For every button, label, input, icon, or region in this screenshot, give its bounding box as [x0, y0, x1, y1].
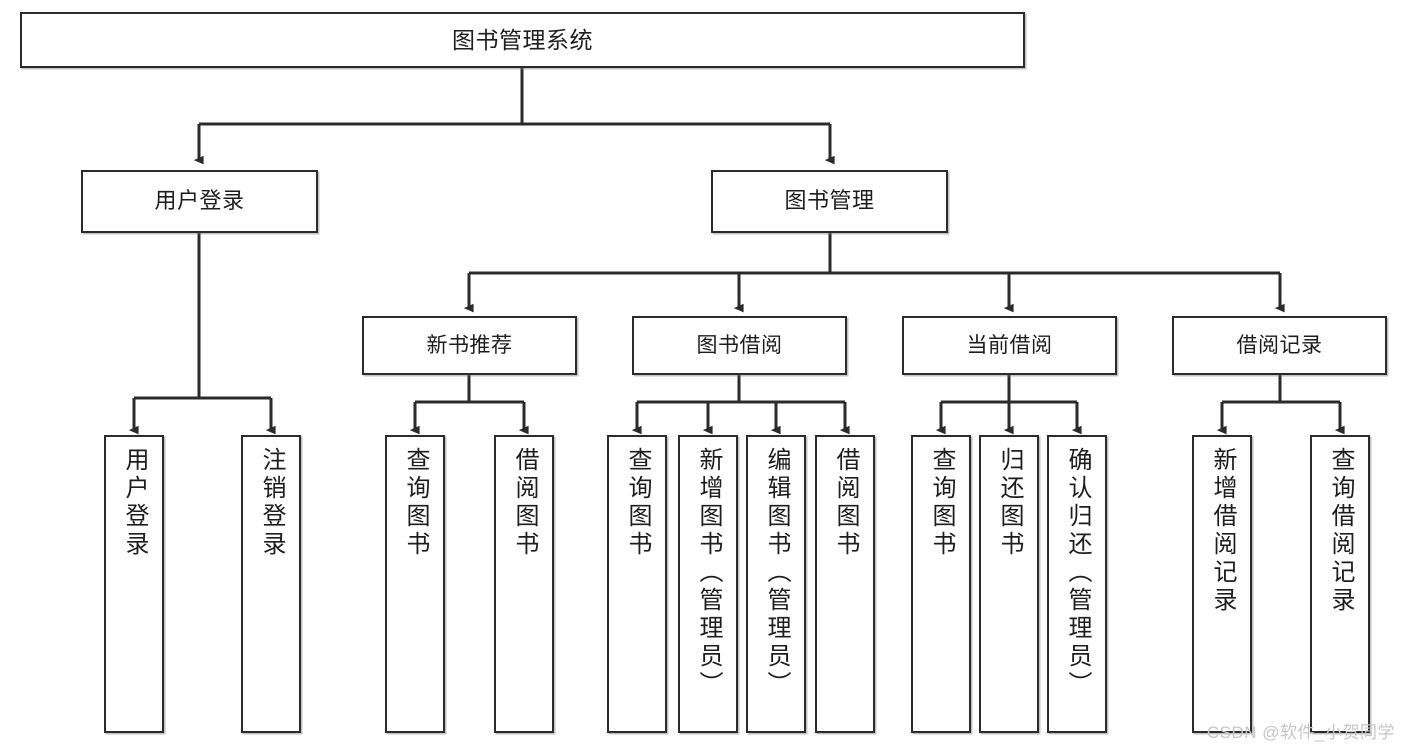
- node-label: 用户登录: [120, 447, 148, 559]
- leaf-book-borrow-query-book[interactable]: 查询图书: [607, 435, 667, 733]
- node-user-login[interactable]: 用户登录: [81, 170, 318, 233]
- leaf-current-borrow-query-book[interactable]: 查询图书: [911, 435, 971, 733]
- node-label: 图书管理系统: [452, 26, 593, 53]
- node-label: 查询借阅记录: [1326, 447, 1354, 615]
- leaf-user-login-logout[interactable]: 注销登录: [241, 435, 301, 733]
- node-label: 借阅图书: [831, 447, 859, 559]
- node-book-management[interactable]: 图书管理: [711, 170, 948, 233]
- leaf-new-book-borrow-book[interactable]: 借阅图书: [494, 435, 554, 733]
- node-label: 新增图书（管理员）: [694, 447, 722, 699]
- node-label: 图书管理: [784, 188, 875, 214]
- node-label: 新增借阅记录: [1208, 447, 1236, 615]
- node-label: 确认归还（管理员）: [1063, 447, 1091, 699]
- node-label: 归还图书: [995, 447, 1023, 559]
- node-borrow-record[interactable]: 借阅记录: [1172, 316, 1387, 375]
- node-label: 当前借阅: [966, 333, 1053, 357]
- node-label: 查询图书: [401, 447, 429, 559]
- leaf-book-borrow-add-book-admin[interactable]: 新增图书（管理员）: [678, 435, 738, 733]
- node-root-book-management-system[interactable]: 图书管理系统: [20, 12, 1025, 68]
- node-label: 借阅记录: [1236, 333, 1323, 357]
- node-book-borrow[interactable]: 图书借阅: [632, 316, 847, 375]
- node-label: 查询图书: [927, 447, 955, 559]
- node-label: 用户登录: [154, 188, 245, 214]
- watermark: CSDN @软件_小贺同学: [1206, 723, 1395, 742]
- leaf-current-borrow-return-book[interactable]: 归还图书: [979, 435, 1039, 733]
- leaf-user-login-login[interactable]: 用户登录: [104, 435, 164, 733]
- node-label: 注销登录: [257, 447, 285, 559]
- leaf-borrow-record-query-record[interactable]: 查询借阅记录: [1310, 435, 1370, 733]
- node-label: 编辑图书（管理员）: [762, 447, 790, 699]
- leaf-new-book-query-book[interactable]: 查询图书: [385, 435, 445, 733]
- node-new-book-recommend[interactable]: 新书推荐: [362, 316, 577, 375]
- leaf-borrow-record-add-record[interactable]: 新增借阅记录: [1192, 435, 1252, 733]
- leaf-book-borrow-edit-book-admin[interactable]: 编辑图书（管理员）: [746, 435, 806, 733]
- leaf-current-borrow-confirm-return-admin[interactable]: 确认归还（管理员）: [1047, 435, 1107, 733]
- node-label: 图书借阅: [696, 333, 783, 357]
- node-label: 新书推荐: [426, 333, 513, 357]
- node-current-borrow[interactable]: 当前借阅: [902, 316, 1117, 375]
- node-label: 查询图书: [623, 447, 651, 559]
- leaf-book-borrow-borrow-book[interactable]: 借阅图书: [815, 435, 875, 733]
- node-label: 借阅图书: [510, 447, 538, 559]
